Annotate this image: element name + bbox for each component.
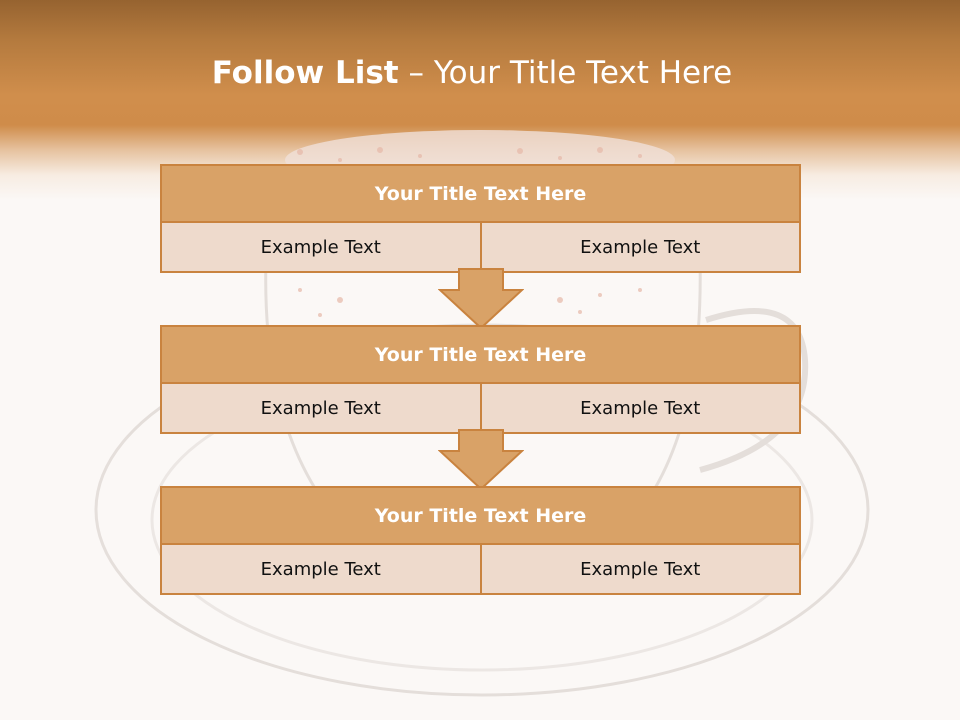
- slide-title-bold: Follow List: [211, 55, 399, 91]
- block-cell-right[interactable]: Example Text: [479, 545, 800, 593]
- block-cell-left[interactable]: Example Text: [260, 558, 381, 580]
- list-block-2: Your Title Text Here Example Text Exampl…: [160, 325, 801, 434]
- block-cell-left[interactable]: Example Text: [260, 236, 381, 258]
- block-row: Example Text Example Text: [162, 545, 799, 593]
- block-row: Example Text Example Text: [162, 384, 799, 432]
- block-title[interactable]: Your Title Text Here: [162, 327, 799, 384]
- block-row: Example Text Example Text: [162, 223, 799, 271]
- down-arrow-icon: [438, 268, 524, 330]
- down-arrow-icon: [438, 429, 524, 491]
- block-title[interactable]: Your Title Text Here: [162, 488, 799, 545]
- slide-title: Follow List – Your Title Text Here: [0, 55, 944, 91]
- list-block-3: Your Title Text Here Example Text Exampl…: [160, 486, 801, 595]
- block-cell-left[interactable]: Example Text: [260, 397, 381, 419]
- block-title[interactable]: Your Title Text Here: [162, 166, 799, 223]
- list-block-1: Your Title Text Here Example Text Exampl…: [160, 164, 801, 273]
- block-cell-right[interactable]: Example Text: [479, 384, 800, 432]
- slide-title-rest: – Your Title Text Here: [408, 55, 733, 91]
- block-cell-right[interactable]: Example Text: [479, 223, 800, 271]
